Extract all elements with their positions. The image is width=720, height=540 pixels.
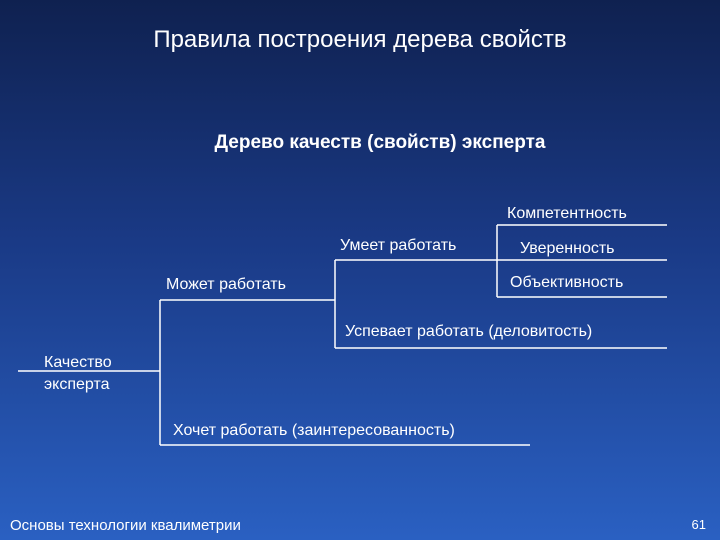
page-number: 61 <box>691 517 706 532</box>
slide-title: Правила построения дерева свойств <box>153 26 567 53</box>
node-objectivity: Объективность <box>510 274 624 291</box>
footer-course-title: Основы технологии квалиметрии <box>10 517 241 534</box>
node-confidence: Уверенность <box>520 240 615 257</box>
node-root: Качество эксперта <box>44 354 112 393</box>
node-competence: Компетентность <box>507 205 627 222</box>
diagram-subtitle: Дерево качеств (свойств) эксперта <box>214 132 546 153</box>
node-on-time: Успевает работать (деловитость) <box>345 323 593 340</box>
node-wants: Хочет работать (заинтересованность) <box>173 422 455 439</box>
node-knows-how: Умеет работать <box>340 237 457 254</box>
node-can-work: Может работать <box>166 276 286 293</box>
